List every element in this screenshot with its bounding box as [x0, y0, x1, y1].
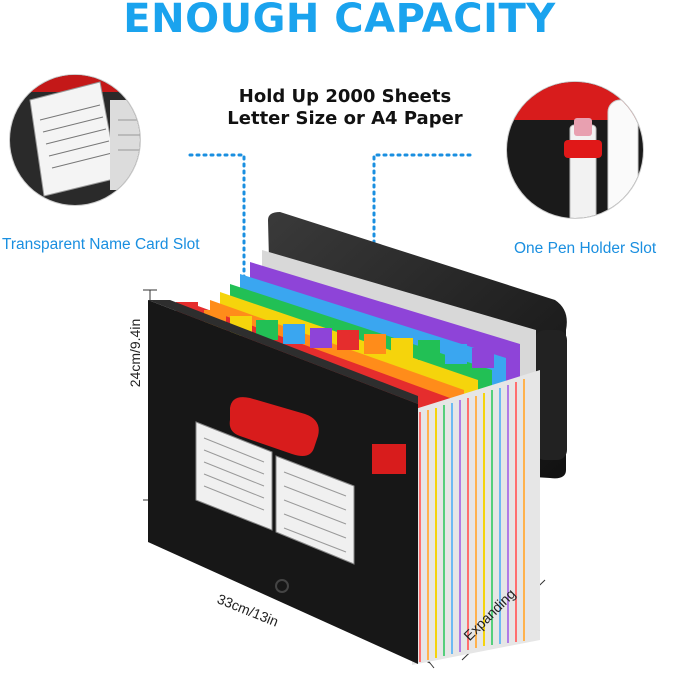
name-card-slot-label: Transparent Name Card Slot: [2, 236, 200, 253]
capacity-text: Hold Up 2000 Sheets Letter Size or A4 Pa…: [200, 86, 490, 130]
height-dimension-label: 24cm/9.4in: [127, 318, 143, 388]
headline: ENOUGH CAPACITY: [123, 0, 556, 42]
folder-front-cover: [148, 300, 418, 664]
capacity-line-2: Letter Size or A4 Paper: [227, 108, 463, 129]
name-card-zoom-circle: [9, 74, 141, 206]
pen-holder-slot-label: One Pen Holder Slot: [514, 240, 657, 257]
capacity-line-1: Hold Up 2000 Sheets: [238, 86, 452, 107]
pen-holder-zoom-circle: [506, 81, 644, 219]
accordion-pleats: [412, 370, 540, 665]
